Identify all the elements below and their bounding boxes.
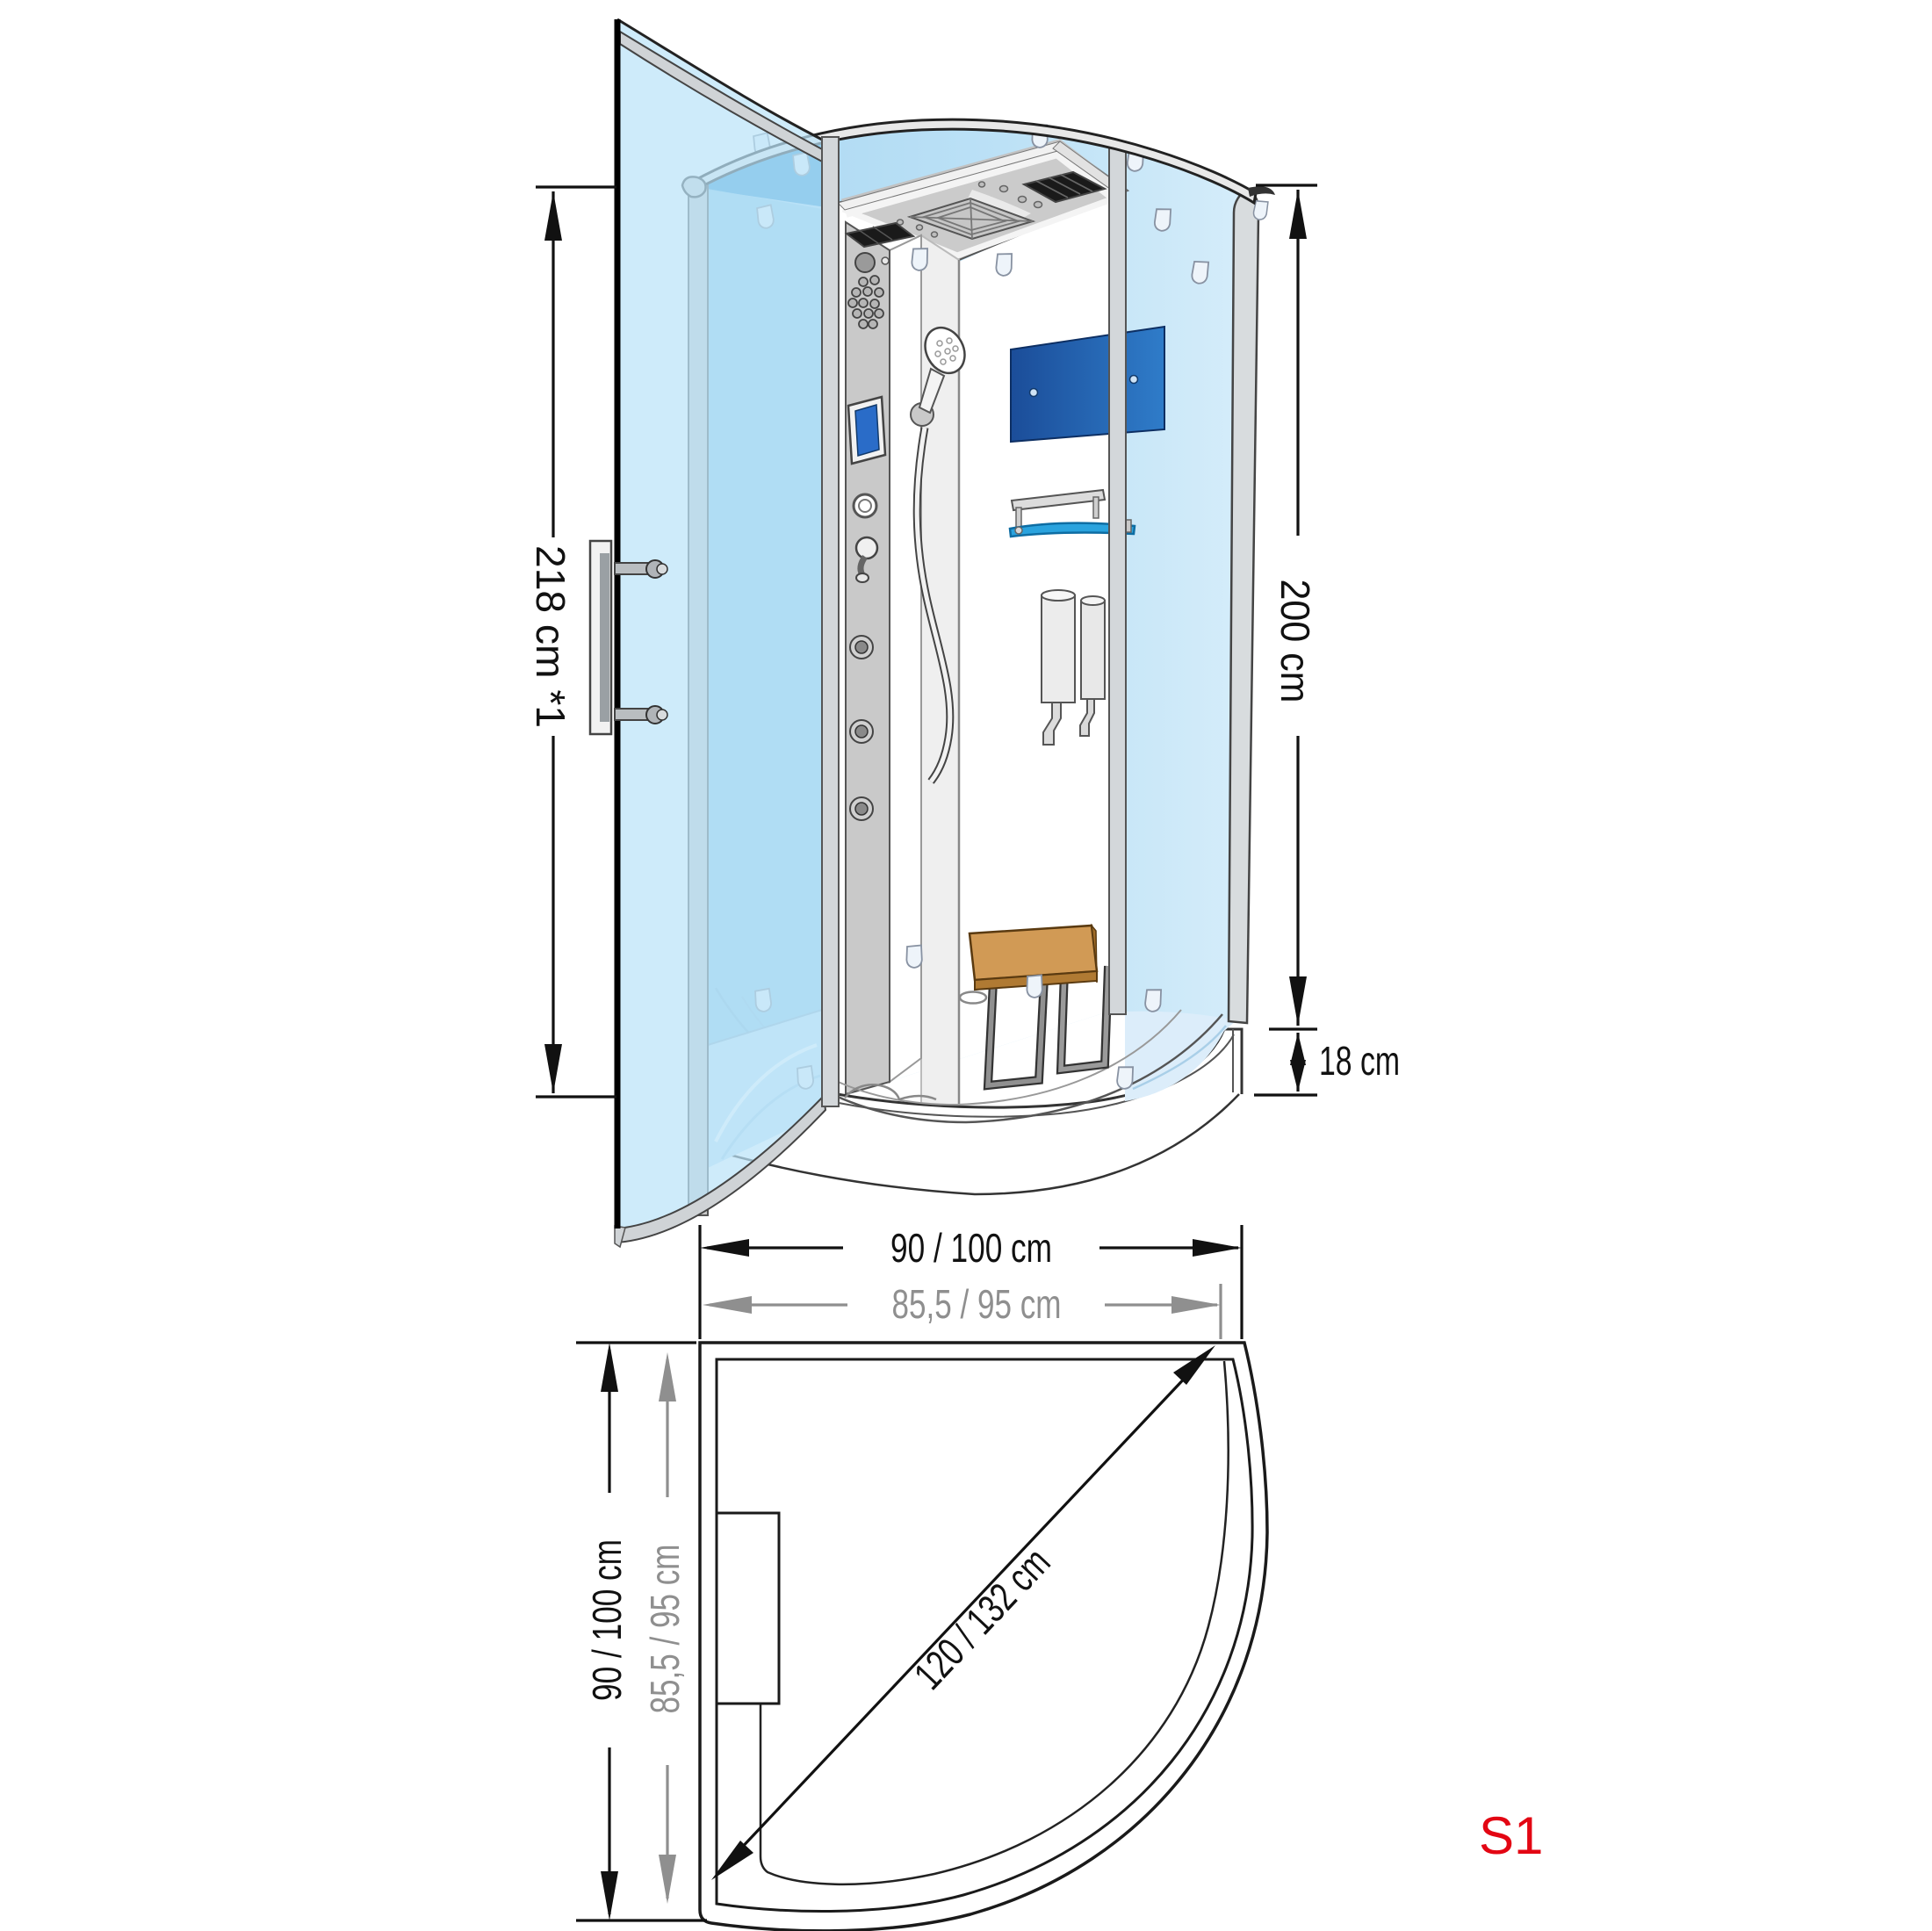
- svg-text:18 cm: 18 cm: [1319, 1038, 1400, 1084]
- svg-text:90 / 100 cm: 90 / 100 cm: [890, 1225, 1052, 1271]
- svg-text:218 cm *1: 218 cm *1: [528, 545, 573, 728]
- svg-text:200 cm: 200 cm: [1272, 580, 1318, 703]
- svg-text:90 / 100 cm: 90 / 100 cm: [584, 1539, 630, 1701]
- svg-text:S1: S1: [1479, 1806, 1543, 1865]
- svg-text:85,5 / 95 cm: 85,5 / 95 cm: [642, 1545, 688, 1714]
- svg-text:85,5 / 95 cm: 85,5 / 95 cm: [892, 1281, 1062, 1327]
